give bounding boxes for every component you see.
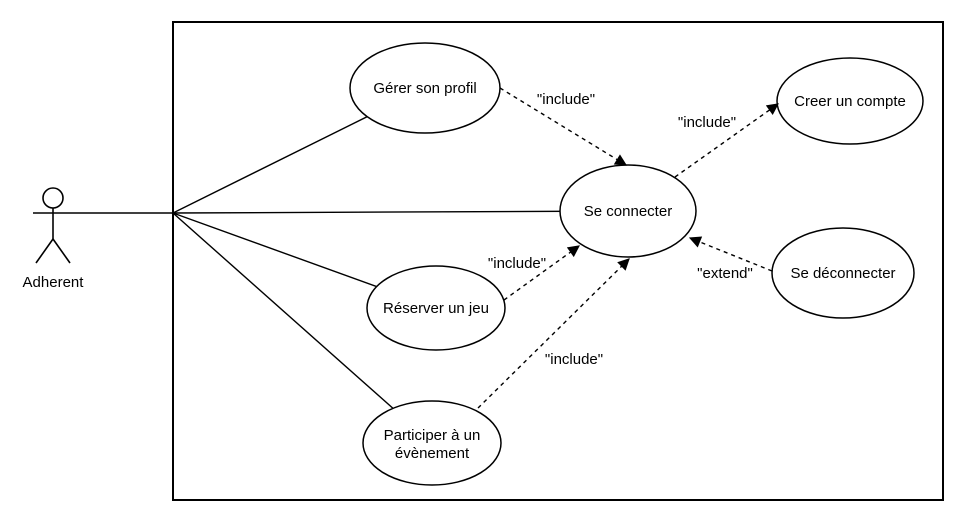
association-adherent-participer-evenement	[172, 212, 433, 444]
include-label-reserver-to-se-connecter: "include"	[488, 255, 546, 272]
usecase-participer-evenement: Participer à un évènement	[362, 400, 502, 486]
usecase-label-participer-evenement-line1: Participer à un	[384, 427, 481, 444]
usecase-ellipse-creer-un-compte	[776, 57, 924, 145]
include-label-participer-to-se-connecter: "include"	[545, 351, 603, 368]
association-adherent-se-connecter	[172, 210, 629, 214]
actor-leg-right	[52, 238, 71, 264]
include-edge-se-connecter-to-creer-un-compte	[674, 103, 779, 178]
extend-edge-se-deconnecter-to-se-connecter	[688, 236, 773, 272]
usecase-ellipse-se-connecter	[559, 164, 697, 258]
include-label-se-connecter-to-creer-un-compte: "include"	[678, 114, 736, 131]
relations: "include" "include" "extend" "include" "…	[477, 87, 779, 409]
usecase-se-connecter: Se connecter	[559, 164, 697, 258]
usecase-label-gerer-son-profil: Gérer son profil	[373, 80, 476, 97]
include-label-gerer-to-se-connecter: "include"	[537, 91, 595, 108]
actor-head	[42, 187, 64, 209]
usecase-se-deconnecter: Se déconnecter	[771, 227, 915, 319]
usecase-reserver-un-jeu: Réserver un jeu	[366, 265, 506, 351]
usecase-label-se-connecter: Se connecter	[584, 203, 672, 220]
actor-label: Adherent	[23, 274, 85, 291]
actor-leg-left	[35, 238, 54, 264]
usecase-label-creer-un-compte: Creer un compte	[794, 93, 906, 110]
usecase-label-participer-evenement-line2: évènement	[395, 445, 470, 462]
usecase-ellipse-reserver-un-jeu	[366, 265, 506, 351]
include-edge-participer-to-se-connecter	[477, 258, 630, 409]
extend-label-se-deconnecter-to-se-connecter: "extend"	[697, 265, 753, 282]
include-edge-gerer-to-se-connecter	[499, 87, 628, 166]
usecase-gerer-son-profil: Gérer son profil	[349, 42, 501, 134]
actor-adherent: Adherent	[23, 187, 85, 291]
usecase-label-reserver-un-jeu: Réserver un jeu	[383, 300, 489, 317]
usecase-ellipse-se-deconnecter	[771, 227, 915, 319]
usecase-ellipse-participer-evenement	[362, 400, 502, 486]
system-boundary	[172, 21, 944, 501]
usecase-creer-un-compte: Creer un compte	[776, 57, 924, 145]
usecase-label-se-deconnecter: Se déconnecter	[790, 265, 895, 282]
